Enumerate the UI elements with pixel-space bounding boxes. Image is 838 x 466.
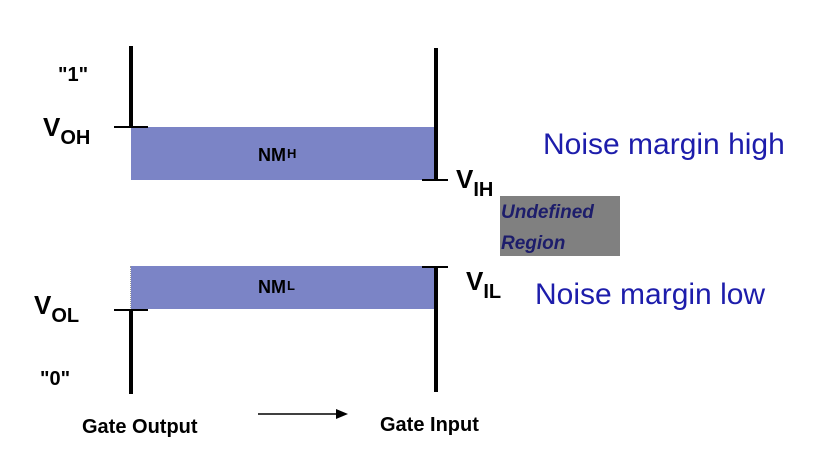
nm-low-bar	[131, 266, 435, 309]
voh-tick	[114, 126, 148, 128]
output-line-upper	[129, 46, 133, 126]
input-line-lower	[434, 266, 438, 392]
output-line-gap	[130, 266, 131, 310]
noise-margin-low-text: Noise margin low	[535, 278, 766, 311]
gate-output-label: Gate Output	[82, 416, 198, 438]
undefined-region-line2: Region	[501, 233, 566, 254]
nm-high-bar	[131, 127, 435, 180]
direction-arrow-icon	[258, 409, 348, 419]
vih-tick	[422, 179, 448, 181]
undefined-region-box: Undefined Region	[500, 196, 620, 256]
vih-label: VIH	[456, 164, 494, 201]
noise-margin-high-text: Noise margin high	[543, 128, 785, 161]
output-line-lower	[129, 310, 133, 394]
vil-tick	[422, 266, 448, 268]
undefined-region-line1: Undefined	[501, 202, 594, 223]
vol-label: VOL	[34, 290, 80, 327]
voh-label: VOH	[43, 112, 91, 149]
nm-high-label: NMH	[258, 145, 297, 165]
input-line-upper	[434, 48, 438, 180]
logic-zero-label: "0"	[40, 368, 71, 390]
nm-low-label: NML	[258, 277, 295, 297]
vol-tick	[114, 309, 148, 311]
logic-one-label: "1"	[58, 64, 89, 86]
vil-label: VIL	[466, 266, 502, 303]
gate-input-label: Gate Input	[380, 414, 479, 436]
